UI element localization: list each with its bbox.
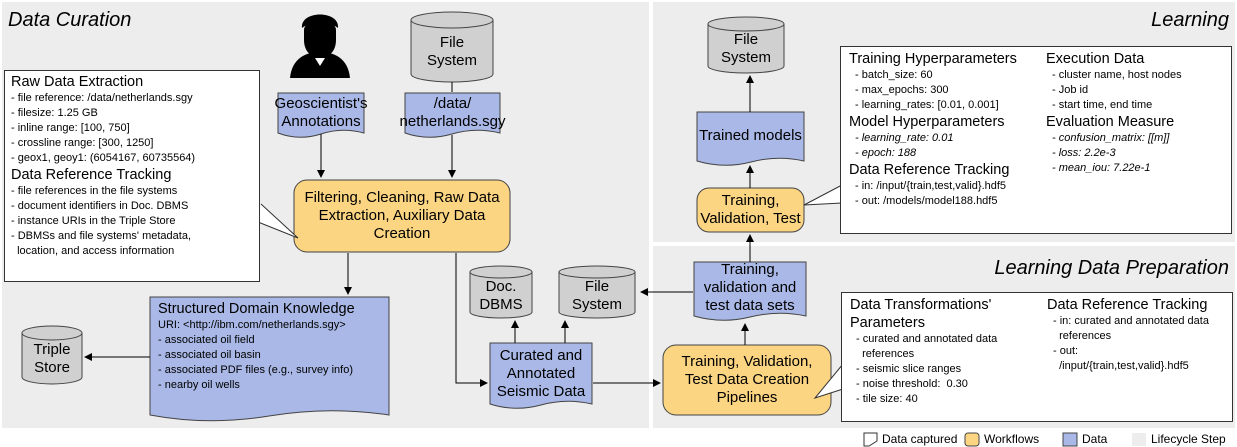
legend-workflows-icon — [964, 432, 980, 447]
structured-knowledge-item: - associated oil basin — [158, 349, 261, 361]
raw-tracking-item: - DBMSs and file systems' metadata, — [11, 230, 191, 242]
structured-knowledge-text: Structured Domain Knowledge URI: <http:/… — [158, 300, 386, 393]
triple-store-label: Triple Store — [33, 341, 71, 376]
eval-title: Evaluation Measure — [1046, 114, 1175, 130]
file-system-learn-label: File System — [720, 31, 771, 66]
learning-box-pointer — [803, 184, 843, 206]
legend-lifecycle-label: Lifecycle Step — [1151, 432, 1226, 446]
raw-tracking-item: - file references in the file systems — [11, 185, 178, 197]
trained-models-label: Trained models — [699, 126, 802, 144]
legend-workflows-label: Workflows — [984, 432, 1040, 446]
prep-tracking-item: - out: — [1053, 345, 1079, 357]
exec-item: - cluster name, host nodes — [1052, 69, 1182, 81]
doc-dbms-cylinder — [469, 265, 533, 319]
structured-knowledge-item: - nearby oil wells — [158, 379, 240, 391]
file-system-top-cylinder — [410, 11, 494, 83]
trans-item: - tile size: 40 — [856, 393, 918, 405]
structured-knowledge-title: Structured Domain Knowledge — [158, 301, 355, 317]
hyper-item: - batch_size: 60 — [855, 69, 933, 81]
netherlands-file-shape — [404, 92, 501, 138]
raw-data-item: - geox1, geoy1: (6054167, 60735564) — [11, 152, 196, 164]
raw-data-item: - crossline range: [300, 1250] — [11, 137, 154, 149]
raw-data-item: - file reference: /data/netherlands.sgy — [11, 92, 193, 104]
hyper-item: - learning_rates: [0.01, 0.001] — [855, 99, 999, 111]
learning-tracking-title: Data Reference Tracking — [849, 162, 1010, 178]
eval-item: - loss: 2.2e-3 — [1052, 147, 1116, 159]
structured-knowledge-uri: URI: <http://ibm.com/netherlands.sgy> — [158, 319, 346, 331]
doc-dbms-label: Doc. DBMS — [479, 278, 523, 313]
exec-item: - Job id — [1052, 84, 1089, 96]
legend-captured-label: Data captured — [882, 432, 958, 446]
prep-box-pointer — [813, 363, 844, 399]
prep-tracking-item: - in: curated and annotated data — [1053, 315, 1209, 327]
exec-item: - start time, end time — [1052, 99, 1153, 111]
legend-data-label: Data — [1082, 432, 1108, 446]
training-label: Training, Validation, Test — [700, 192, 801, 227]
data-sets-shape — [693, 261, 807, 321]
legend-captured-icon — [863, 432, 878, 447]
file-system-top-label: File System — [426, 34, 477, 69]
structured-knowledge-shape — [149, 296, 390, 422]
raw-tracking-title: Data Reference Tracking — [11, 167, 172, 183]
learning-tracking-item: - in: /input/{train,test,valid}.hdf5 — [855, 180, 1007, 192]
panel-title-learning-data-prep: Learning Data Preparation — [994, 257, 1229, 279]
filtering-label: Filtering, Cleaning, Raw Data Extraction… — [304, 189, 500, 242]
eval-item: - mean_iou: 7.22e-1 — [1052, 162, 1151, 174]
geo-annotations-label: Geoscientist's Annotations — [274, 95, 368, 130]
hyper-title: Training Hyperparameters — [849, 51, 1017, 67]
geoscientist-person-icon — [290, 14, 350, 78]
prep-tracking-item: references — [1053, 330, 1112, 342]
model-item: - learning_rate: 0.01 — [855, 132, 954, 144]
raw-tracking-item: location, and access information — [11, 245, 175, 257]
raw-data-item: - inline range: [100, 750] — [11, 122, 130, 134]
geo-annotations-shape — [277, 92, 365, 138]
model-title: Model Hyperparameters — [849, 114, 1005, 130]
raw-data-title: Raw Data Extraction — [11, 74, 144, 90]
structured-knowledge-item: - associated PDF files (e.g., survey inf… — [158, 364, 354, 376]
structured-knowledge-item: - associated oil field — [158, 334, 255, 346]
raw-data-extraction-box: Raw Data Extraction - file reference: /d… — [4, 70, 260, 282]
eval-item: - confusion_matrix: [[m]] — [1052, 132, 1170, 144]
triple-store-cylinder — [21, 325, 83, 385]
prep-info-box: Data Transformations' Parameters - curat… — [841, 292, 1233, 422]
legend-data-icon — [1062, 432, 1078, 447]
trans-item: references — [856, 348, 915, 360]
learning-tracking-item: - out: /models/model188.hdf5 — [855, 195, 998, 207]
file-system-mid-label: File System — [571, 278, 622, 313]
file-system-learn-cylinder — [707, 16, 785, 74]
pipelines-label: Training, Validation, Test Data Creation… — [681, 353, 813, 406]
curated-data-label: Curated and Annotated Seismic Data — [496, 347, 586, 400]
legend-lifecycle-icon — [1132, 433, 1146, 446]
filtering-shape — [293, 179, 511, 253]
hyper-item: - max_epochs: 300 — [855, 84, 949, 96]
netherlands-file-label: /data/ netherlands.sgy — [399, 95, 506, 130]
panel-title-learning: Learning — [1151, 9, 1229, 31]
panel-title-data-curation: Data Curation — [8, 9, 132, 31]
trans-title: Data Transformations' Parameters — [850, 297, 992, 331]
data-sets-label: Training, validation and test data sets — [703, 261, 797, 314]
trans-item: - seismic slice ranges — [856, 363, 962, 375]
prep-tracking-title: Data Reference Tracking — [1047, 297, 1208, 313]
exec-title: Execution Data — [1046, 51, 1145, 67]
raw-box-pointer — [257, 203, 299, 239]
trans-item: - curated and annotated data — [856, 333, 998, 345]
curated-data-shape — [489, 342, 593, 409]
trained-models-shape — [696, 111, 805, 166]
file-system-mid-cylinder — [558, 265, 636, 319]
prep-tracking-item: /input/{train,test,valid}.hdf5 — [1053, 360, 1189, 372]
model-item: - epoch: 188 — [855, 147, 917, 159]
trans-item: - noise threshold: 0.30 — [856, 378, 968, 390]
raw-tracking-item: - instance URIs in the Triple Store — [11, 215, 176, 227]
raw-tracking-item: - document identifiers in Doc. DBMS — [11, 200, 189, 212]
raw-data-item: - filesize: 1.25 GB — [11, 107, 98, 119]
learning-info-box: Training Hyperparameters - batch_size: 6… — [840, 46, 1232, 234]
